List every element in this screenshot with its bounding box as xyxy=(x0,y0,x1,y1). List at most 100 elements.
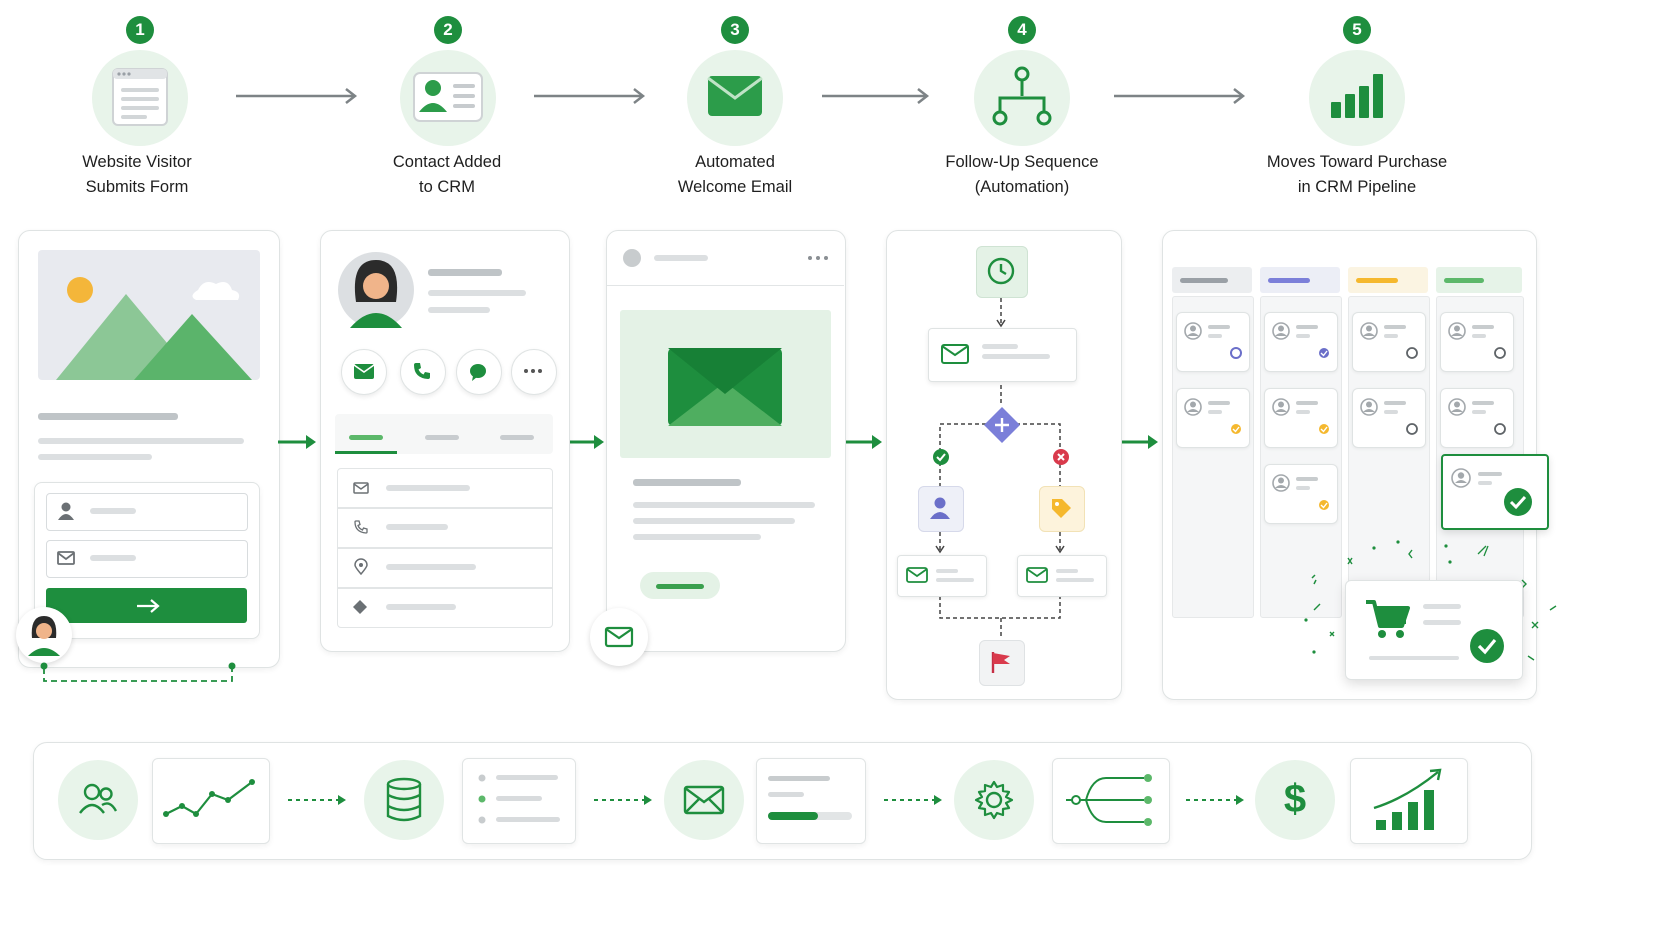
deal-card[interactable] xyxy=(1264,388,1338,448)
assign-contact-node[interactable] xyxy=(918,486,964,532)
envelope-icon xyxy=(707,76,763,116)
envelope-icon xyxy=(353,364,375,379)
location-pin-icon xyxy=(354,558,368,576)
step-4-label-line1: Follow-Up Sequence xyxy=(945,153,1099,171)
step-2-label: Contact Added to CRM xyxy=(327,150,567,200)
branch-a-email-node[interactable] xyxy=(897,555,987,597)
envelope-outline-icon xyxy=(604,626,634,648)
detail-row-location xyxy=(337,587,553,589)
deal-card[interactable] xyxy=(1264,464,1338,524)
arrow-right-icon xyxy=(137,599,160,613)
step-arrow-2 xyxy=(534,88,646,104)
step-3-label-line2: Welcome Email xyxy=(677,178,793,196)
name-field-placeholder xyxy=(90,508,136,514)
step-1-label: Website Visitor Submits Form xyxy=(17,150,257,200)
won-deal-card[interactable] xyxy=(1441,454,1549,530)
gear-circle xyxy=(954,760,1034,840)
shopping-cart-icon xyxy=(1366,600,1410,638)
flow-arrow-3 xyxy=(846,435,882,449)
person-icon xyxy=(930,497,950,519)
list-icon xyxy=(478,774,560,824)
trend-line-icon xyxy=(163,779,255,817)
flow-arrow-1 xyxy=(278,435,316,449)
pipeline-header-1-bar xyxy=(1180,278,1228,283)
tab-overview[interactable] xyxy=(349,435,383,440)
detail-row-email xyxy=(337,507,553,509)
branch-b-email-node[interactable] xyxy=(1017,555,1107,597)
workflow-icon xyxy=(992,66,1052,126)
form-title-placeholder xyxy=(38,413,178,420)
envelope-outline-icon xyxy=(941,344,969,364)
email-field[interactable] xyxy=(46,540,248,578)
purchase-card[interactable] xyxy=(1345,580,1523,680)
clock-icon xyxy=(987,257,1015,285)
progress-card xyxy=(756,758,866,844)
people-circle xyxy=(58,760,138,840)
deal-card[interactable] xyxy=(1176,388,1250,448)
step-2-label-line2: to CRM xyxy=(419,178,475,196)
detail-location-placeholder xyxy=(386,564,476,570)
person-icon xyxy=(58,502,74,520)
email-cta-label xyxy=(656,584,704,589)
flag-icon xyxy=(991,652,1010,673)
name-field[interactable] xyxy=(46,493,248,531)
step-5-label: Moves Toward Purchase in CRM Pipeline xyxy=(1237,150,1477,200)
deal-card[interactable] xyxy=(1440,388,1514,448)
pipeline-header-3-bar xyxy=(1356,278,1398,283)
step-5-circle xyxy=(1309,50,1405,146)
email-body-placeholder-1 xyxy=(633,502,815,508)
contact-detail-placeholder-2 xyxy=(428,307,490,313)
dashed-arrow-1 xyxy=(288,795,346,805)
step-1-badge: 1 xyxy=(126,16,154,44)
automation-panel xyxy=(886,230,1122,700)
people-icon xyxy=(79,783,118,814)
confetti-sparkles xyxy=(1304,540,1557,661)
deal-card-details xyxy=(1184,322,1506,510)
tab-notes[interactable] xyxy=(500,435,534,440)
email-subject-placeholder xyxy=(633,479,741,486)
step-5-label-line1: Moves Toward Purchase xyxy=(1266,153,1448,171)
step-2-badge: 2 xyxy=(434,16,462,44)
flow-arrow-2 xyxy=(568,435,604,449)
form-icon xyxy=(112,68,168,126)
step-2-label-line1: Contact Added xyxy=(392,153,502,171)
detail-row-phone xyxy=(337,547,553,549)
more-horizontal-icon xyxy=(808,256,828,260)
chat-bubble-icon xyxy=(470,364,486,381)
woman-avatar-icon xyxy=(28,616,60,656)
branch-a-text-2 xyxy=(936,578,974,582)
deal-card[interactable] xyxy=(1264,312,1338,372)
contact-name-placeholder xyxy=(428,269,502,276)
deal-card[interactable] xyxy=(1176,312,1250,372)
progress-icon xyxy=(768,776,852,820)
send-email-node-text-2 xyxy=(982,354,1050,359)
large-envelope-icon xyxy=(668,348,782,426)
call-action-button[interactable] xyxy=(400,349,446,395)
check-circle-icon xyxy=(933,449,949,465)
send-email-node[interactable] xyxy=(928,328,1077,382)
email-field-placeholder xyxy=(90,555,136,561)
email-body-placeholder-2 xyxy=(633,518,795,524)
deal-card[interactable] xyxy=(1352,312,1426,372)
gear-icon xyxy=(974,780,1014,820)
tab-activity[interactable] xyxy=(425,435,459,440)
deal-card[interactable] xyxy=(1440,312,1514,372)
sender-avatar xyxy=(623,249,641,267)
email-circle xyxy=(664,760,744,840)
growth-chart-icon xyxy=(1373,768,1442,830)
branch-b-text-2 xyxy=(1056,578,1094,582)
envelope-icon xyxy=(683,785,725,815)
step-arrow-1 xyxy=(236,88,358,104)
contact-card-icon xyxy=(413,72,483,122)
detail-email-placeholder xyxy=(386,485,470,491)
branch-a-text-1 xyxy=(936,569,958,573)
trigger-node[interactable] xyxy=(976,246,1028,298)
contact-photo-icon xyxy=(350,260,402,328)
dashed-arrow-3 xyxy=(884,795,942,805)
dollar-circle xyxy=(1255,760,1335,840)
won-deal-contact-icon xyxy=(1451,468,1502,488)
deal-card[interactable] xyxy=(1352,388,1426,448)
chat-action-button[interactable] xyxy=(456,349,502,395)
purchase-text-2 xyxy=(1423,620,1461,625)
dashed-arrow-4 xyxy=(1186,795,1244,805)
